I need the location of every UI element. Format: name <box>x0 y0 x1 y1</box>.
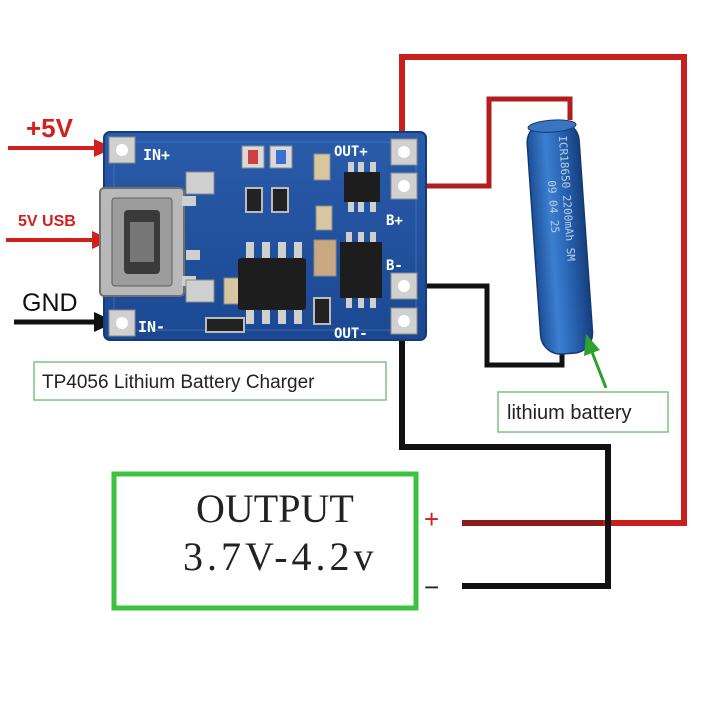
pad-out-minus <box>390 307 418 335</box>
wire-b-plus-to-battery <box>404 96 573 189</box>
battery-pointer-arrow <box>584 334 608 389</box>
pad-out-plus <box>390 138 418 166</box>
label-usb5v: 5V USB <box>18 213 76 230</box>
pin-label-out-minus: OUT- <box>334 326 368 342</box>
micro-usb-connector <box>99 187 196 297</box>
mosfet-chip <box>340 232 382 308</box>
output-minus-sign: − <box>424 572 439 602</box>
label-plus5v: +5V <box>26 113 74 143</box>
board-caption: TP4056 Lithium Battery Charger <box>33 361 387 401</box>
tp4056-board: IN+ IN- OUT+ B+ B- OUT- <box>99 131 427 342</box>
pin-label-out-plus: OUT+ <box>334 144 368 160</box>
input-arrow-usb <box>6 231 112 249</box>
pad-in-minus <box>108 309 136 337</box>
led-blue <box>269 145 293 169</box>
pad-b-plus <box>390 172 418 200</box>
tp4056-chip <box>238 242 306 324</box>
pin-label-b-plus: B+ <box>386 213 403 229</box>
board-caption-text: TP4056 Lithium Battery Charger <box>42 372 315 393</box>
pad-b-minus <box>390 272 418 300</box>
pad-in-plus <box>108 136 136 164</box>
lithium-battery-cell: ICR18650 2200mAh SM 09 04 25 <box>526 119 594 355</box>
battery-caption: lithium battery <box>497 391 669 433</box>
output-range: 3.7V-4.2v <box>183 534 378 579</box>
battery-print-line2: 09 04 25 <box>545 180 562 234</box>
wire-out-plus-to-output-plus <box>399 54 687 526</box>
label-gnd: GND <box>22 289 78 317</box>
wire-b-minus-to-battery <box>404 283 565 368</box>
pin-label-in-plus: IN+ <box>143 146 170 164</box>
output-title: OUTPUT <box>196 486 354 531</box>
output-box: OUTPUT 3.7V-4.2v <box>111 471 419 611</box>
pin-label-b-minus: B- <box>386 258 403 274</box>
battery-caption-text: lithium battery <box>507 402 632 424</box>
output-plus-sign: + <box>424 504 439 534</box>
pin-label-in-minus: IN- <box>138 318 165 336</box>
led-red <box>241 145 265 169</box>
protection-chip <box>344 162 380 212</box>
wire-out-minus-to-output-minus <box>399 322 611 589</box>
